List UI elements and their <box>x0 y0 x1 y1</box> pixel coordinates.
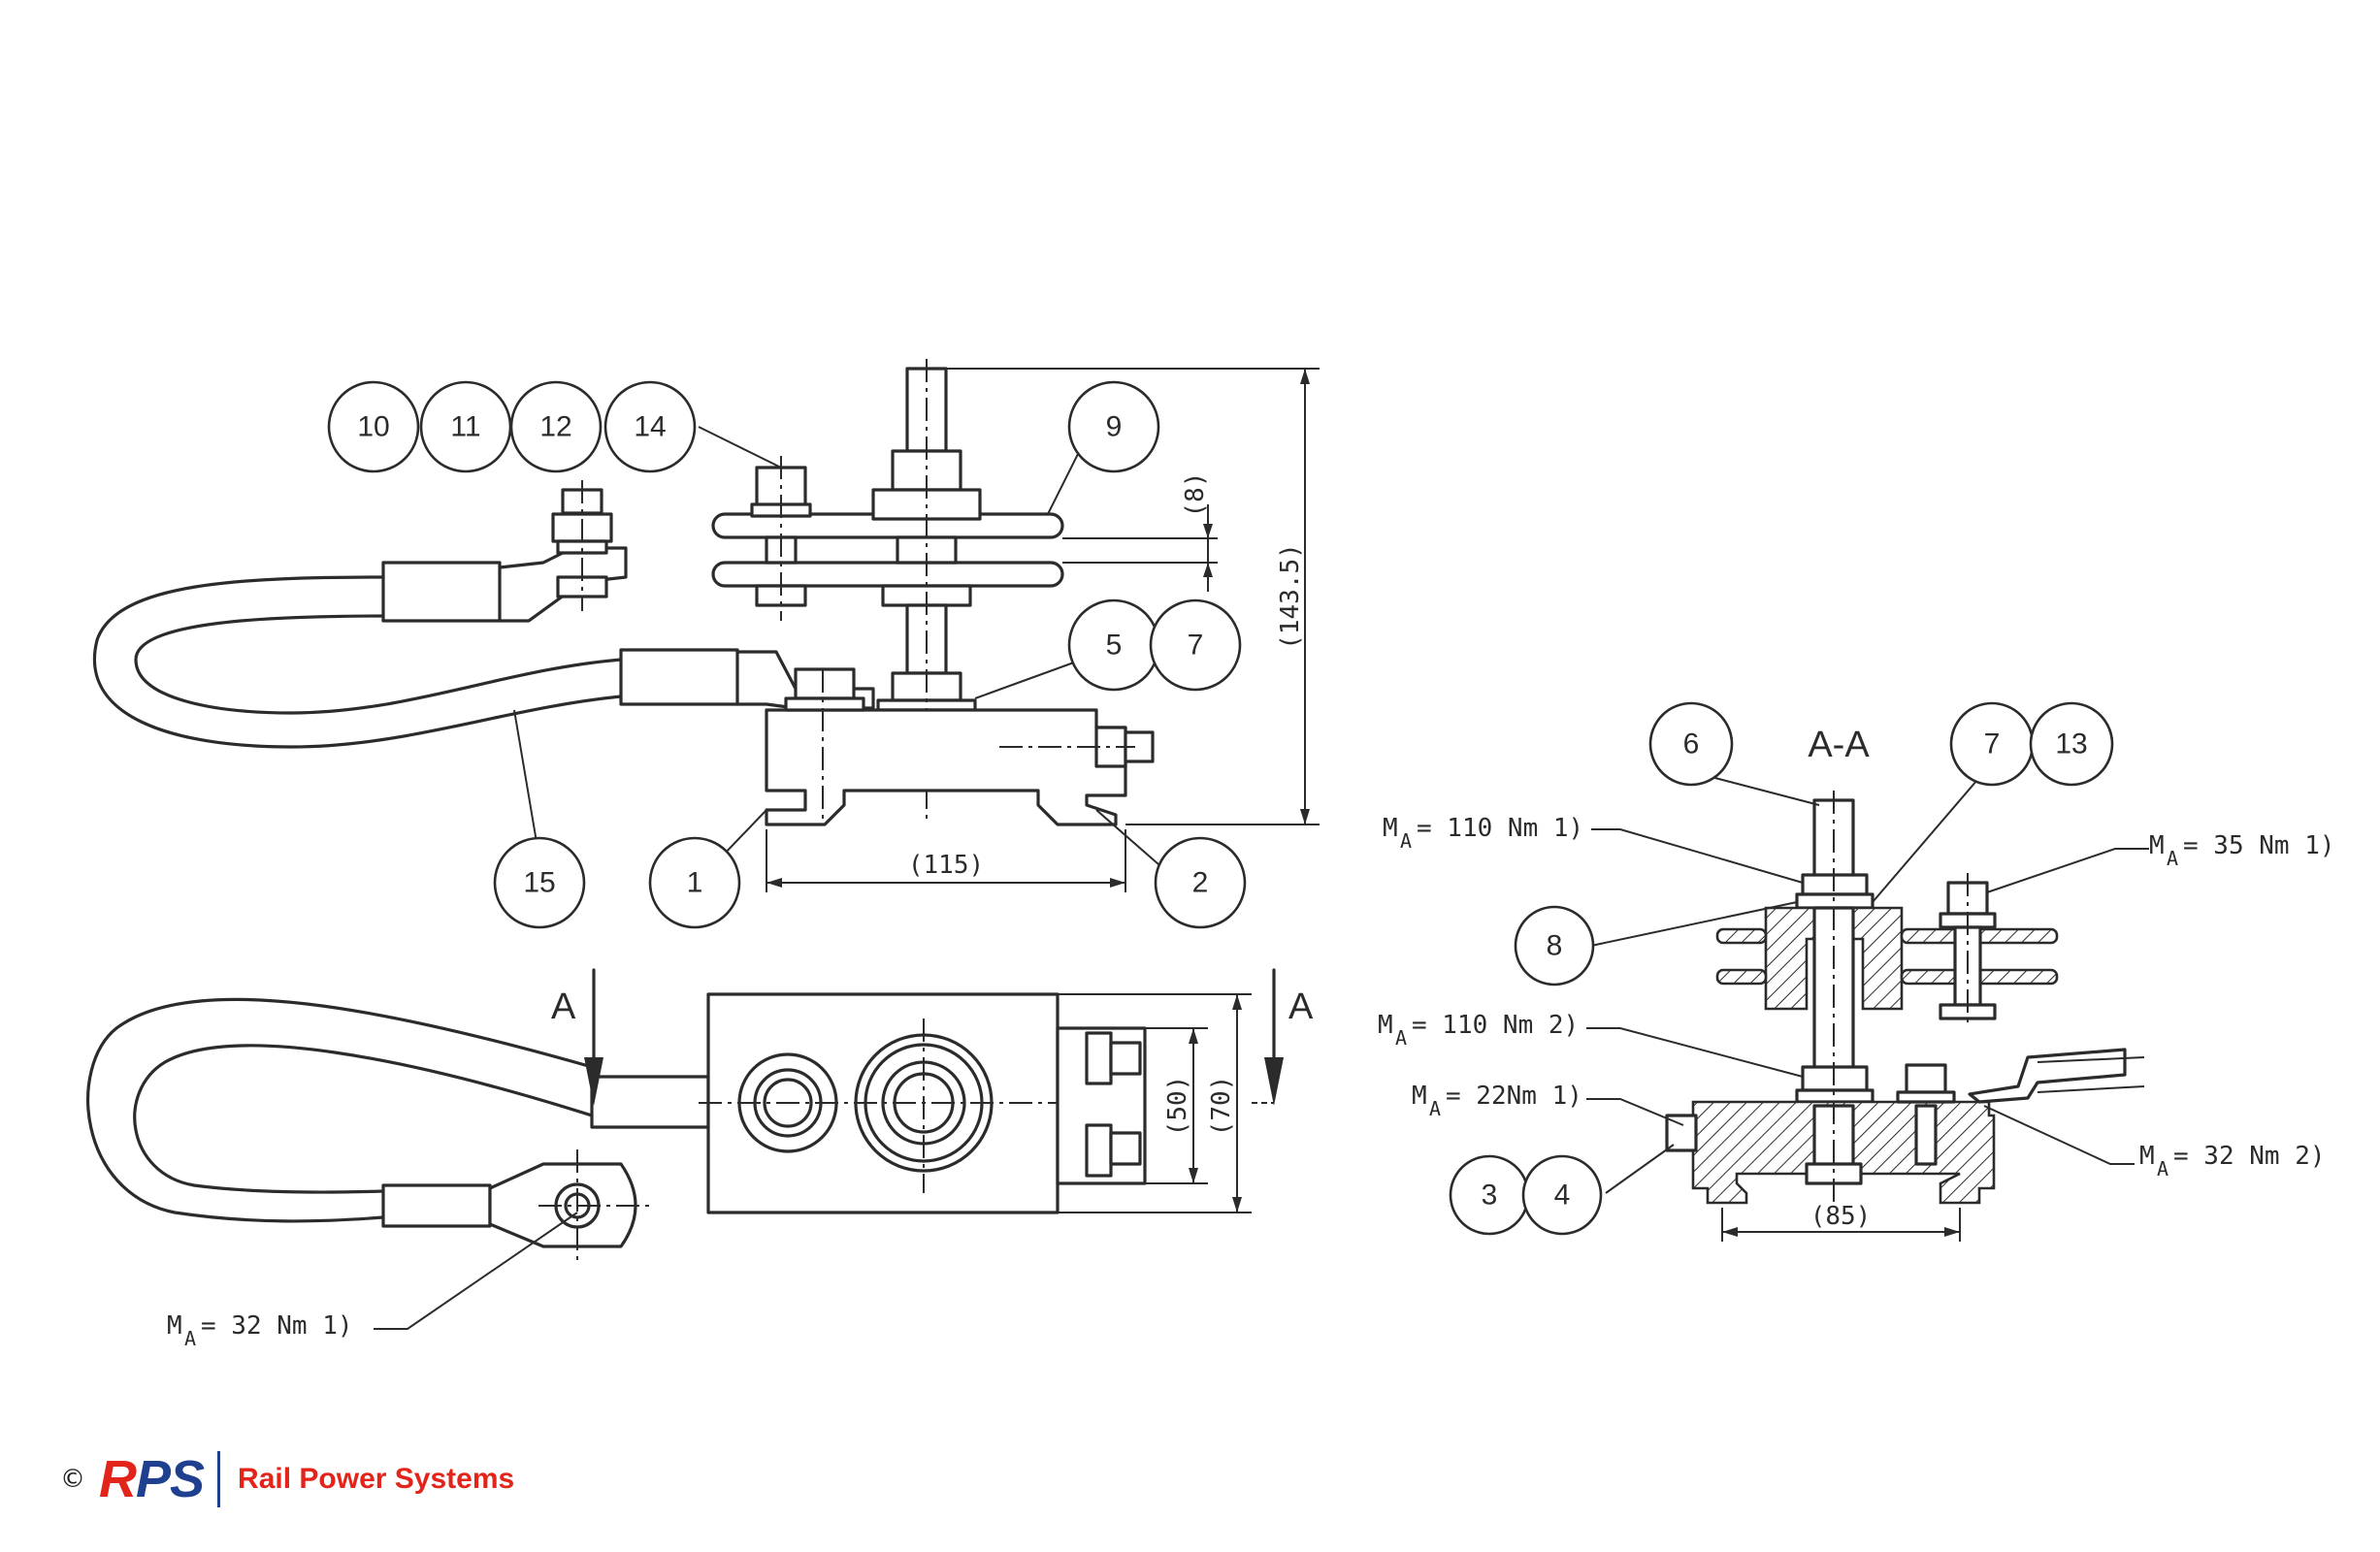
rps-logo[interactable]: RPS <box>99 1449 205 1509</box>
plan-view: (50) (70) A A <box>86 968 1314 1330</box>
callout-5: 5 <box>1067 598 1160 692</box>
callout-6: 6 <box>1648 701 1734 787</box>
torque-label-32-1: M A = 32 Nm 1) <box>167 1311 353 1350</box>
plan-lug-eye <box>488 1162 637 1248</box>
svg-text:A: A <box>2157 1157 2168 1180</box>
svg-text:7: 7 <box>1188 630 1204 662</box>
svg-text:5: 5 <box>1106 630 1123 662</box>
svg-text:8: 8 <box>1547 930 1563 962</box>
callout-7-section: 7 <box>1949 701 2035 787</box>
plan-cable-sleeve <box>590 1075 710 1129</box>
section-marker-right: A <box>1288 986 1314 1027</box>
svg-text:A: A <box>2167 847 2178 870</box>
company-name: Rail Power Systems <box>238 1463 515 1495</box>
section-view: A-A <box>1586 725 2149 1242</box>
svg-text:= 110 Nm 2): = 110 Nm 2) <box>1412 1011 1579 1040</box>
callout-15: 15 <box>493 836 586 929</box>
svg-text:A: A <box>1400 829 1412 853</box>
svg-text:4: 4 <box>1554 1180 1571 1212</box>
dim-115: (115) <box>908 851 984 880</box>
dim-85: (85) <box>1810 1202 1872 1231</box>
svg-text:= 32 Nm 2): = 32 Nm 2) <box>2173 1142 2326 1171</box>
torque-label-110-2: M A = 110 Nm 2) <box>1378 1011 1579 1050</box>
svg-text:= 110 Nm 1): = 110 Nm 1) <box>1417 814 1583 843</box>
svg-text:M: M <box>2149 831 2165 860</box>
callouts: 10 11 12 14 9 5 7 15 1 2 6 7 13 8 3 4 <box>327 380 2114 1236</box>
svg-text:M: M <box>167 1311 182 1341</box>
svg-text:A: A <box>1395 1026 1407 1050</box>
svg-text:12: 12 <box>539 411 571 443</box>
callout-1: 1 <box>648 836 741 929</box>
rail-clamp-body <box>765 708 1127 826</box>
torque-label-110-1: M A = 110 Nm 1) <box>1383 814 1583 853</box>
callout-9: 9 <box>1067 380 1160 473</box>
svg-text:3: 3 <box>1482 1180 1498 1212</box>
svg-text:= 35 Nm 1): = 35 Nm 1) <box>2183 831 2335 860</box>
section-marker-left: A <box>551 986 576 1027</box>
logo-letters-ps: PS <box>136 1450 205 1508</box>
dim-50: (50) <box>1163 1076 1192 1137</box>
callout-8: 8 <box>1514 905 1595 986</box>
cable-outer <box>93 575 623 749</box>
section-title: A-A <box>1808 725 1870 765</box>
svg-text:2: 2 <box>1192 867 1209 899</box>
torque-label-32-2: M A = 32 Nm 2) <box>2139 1142 2326 1180</box>
callout-14: 14 <box>603 380 697 473</box>
callout-7: 7 <box>1149 598 1242 692</box>
svg-text:9: 9 <box>1106 411 1123 443</box>
cable-inner <box>134 614 623 715</box>
plan-lug-sleeve <box>381 1183 492 1228</box>
svg-text:M: M <box>1383 814 1398 843</box>
dim-143-5: (143.5) <box>1276 543 1305 650</box>
upper-lug-tongue <box>498 546 628 623</box>
svg-text:= 32 Nm 1): = 32 Nm 1) <box>201 1311 353 1341</box>
svg-text:M: M <box>1378 1011 1393 1040</box>
svg-text:11: 11 <box>450 411 480 443</box>
svg-text:10: 10 <box>357 411 389 443</box>
plan-cable-outer <box>86 997 594 1223</box>
callout-12: 12 <box>509 380 603 473</box>
svg-text:M: M <box>1412 1082 1427 1111</box>
svg-text:13: 13 <box>2055 728 2087 760</box>
section-washer-block <box>1764 906 1904 1011</box>
footer: © RPS Rail Power Systems <box>60 1445 514 1513</box>
svg-text:A: A <box>1429 1097 1441 1120</box>
torque-label-35-1: M A = 35 Nm 1) <box>2149 831 2335 870</box>
callout-4: 4 <box>1521 1154 1603 1236</box>
svg-text:1: 1 <box>687 867 703 899</box>
callout-2: 2 <box>1154 836 1247 929</box>
torque-label-22-1: M A = 22Nm 1) <box>1412 1082 1582 1120</box>
copyright-symbol: © <box>60 1465 85 1494</box>
lower-cable-sleeve <box>619 648 739 706</box>
side-view: (8) (143.5) (115) <box>93 359 1320 892</box>
callout-11: 11 <box>419 380 512 473</box>
svg-text:= 22Nm 1): = 22Nm 1) <box>1446 1082 1582 1111</box>
plan-cable-inner <box>133 1044 594 1194</box>
torque-labels: M A = 110 Nm 1) M A = 110 Nm 2) M A = 22… <box>167 814 2335 1350</box>
svg-text:7: 7 <box>1984 728 2001 760</box>
lower-lug-tongue <box>735 650 875 710</box>
busbar-plate-lower <box>711 561 1064 588</box>
callout-13: 13 <box>2029 701 2114 787</box>
svg-text:M: M <box>2139 1142 2155 1171</box>
dim-70: (70) <box>1207 1076 1236 1137</box>
upper-cable-sleeve <box>381 561 502 623</box>
logo-letter-r: R <box>99 1450 137 1508</box>
section-lug-nut <box>1905 1063 1947 1094</box>
section-cable-lug <box>1968 1048 2127 1104</box>
svg-text:6: 6 <box>1683 728 1700 760</box>
clamp-bolt-nut <box>794 667 856 700</box>
logo-divider <box>217 1451 221 1507</box>
callout-3: 3 <box>1449 1154 1530 1236</box>
dim-8: (8) <box>1181 472 1210 518</box>
svg-text:14: 14 <box>634 411 666 443</box>
svg-text:15: 15 <box>523 867 555 899</box>
callout-10: 10 <box>327 380 420 473</box>
svg-text:A: A <box>184 1327 196 1350</box>
